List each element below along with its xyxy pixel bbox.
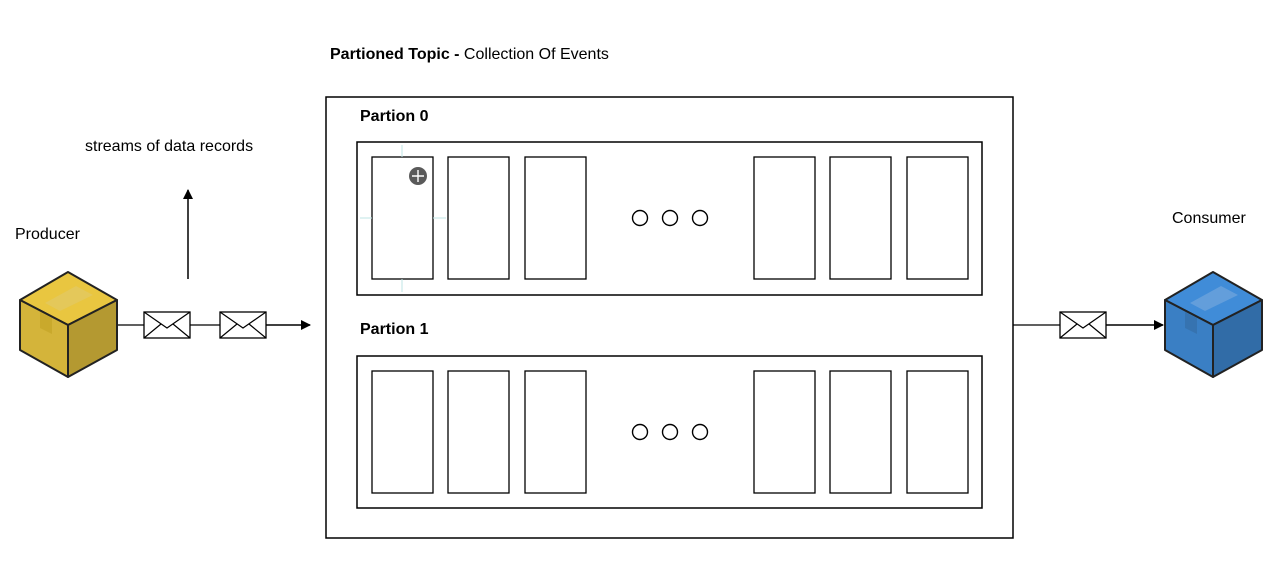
ellipsis-icon <box>631 423 709 441</box>
record-slot[interactable] <box>906 156 969 280</box>
record-slot[interactable] <box>829 156 892 280</box>
partition-1-records <box>371 370 969 494</box>
partition-1-box <box>356 355 983 509</box>
partition-0-box <box>356 141 983 296</box>
record-slot[interactable] <box>524 370 587 494</box>
record-slot[interactable] <box>829 370 892 494</box>
producer-label: Producer <box>15 226 80 243</box>
record-slot[interactable] <box>371 370 434 494</box>
topic-title: Partioned Topic - Collection Of Events <box>330 46 609 64</box>
topic-title-rest: Collection Of Events <box>459 46 609 63</box>
topic-container <box>325 96 1014 539</box>
selection-guides <box>360 145 446 292</box>
record-slot[interactable] <box>753 156 816 280</box>
envelope-icon <box>219 311 267 339</box>
record-slot[interactable] <box>524 156 587 280</box>
topic-title-bold: Partioned Topic - <box>330 46 460 63</box>
partition-1-label: Partion 1 <box>360 321 429 338</box>
record-slot[interactable] <box>447 156 510 280</box>
producer-box-icon[interactable] <box>19 271 118 378</box>
ellipsis-icon <box>631 209 709 227</box>
move-handle-icon[interactable] <box>409 167 427 185</box>
envelope-icon <box>1059 311 1107 339</box>
envelope-icon <box>143 311 191 339</box>
record-slot[interactable] <box>753 370 816 494</box>
streams-label: streams of data records <box>85 138 254 155</box>
consumer-box-icon[interactable] <box>1164 271 1263 378</box>
partition-0-label: Partion 0 <box>360 108 429 125</box>
consumer-label: Consumer <box>1172 210 1246 227</box>
record-slot[interactable] <box>906 370 969 494</box>
partition-0-records <box>371 156 969 280</box>
record-slot[interactable] <box>447 370 510 494</box>
